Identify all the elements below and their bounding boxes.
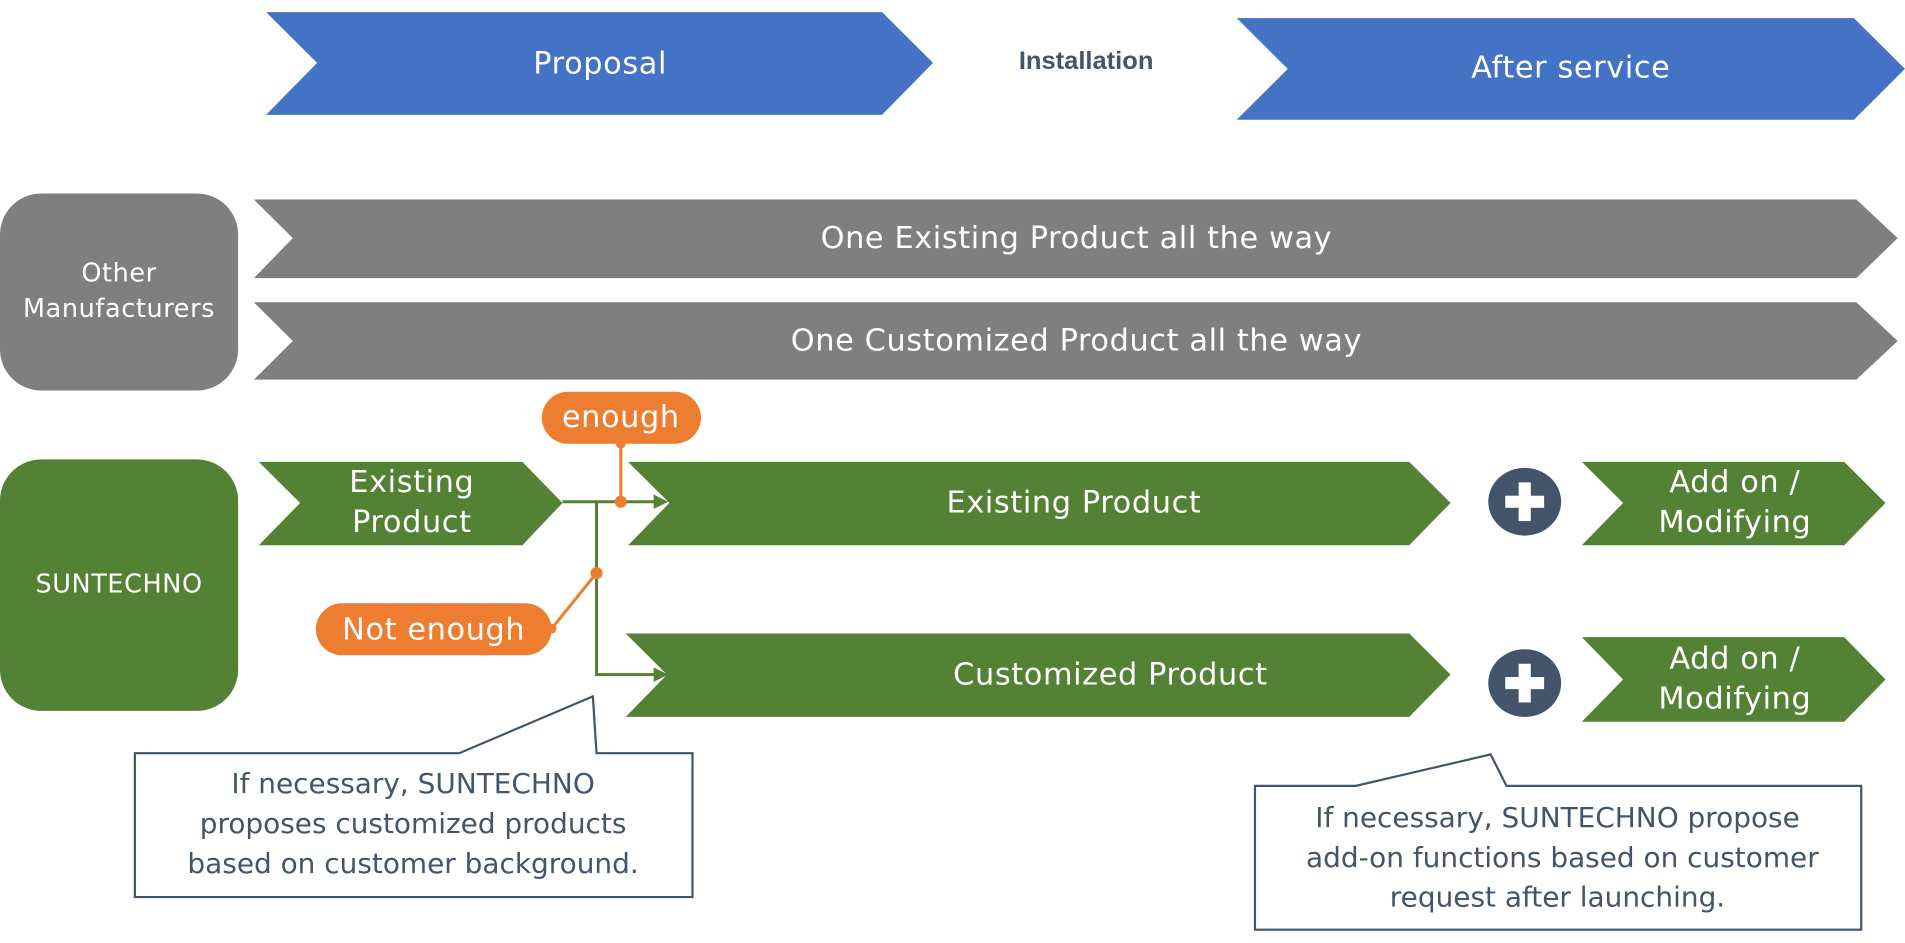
callout-left: If necessary, SUNTECHNO proposes customi…	[133, 694, 694, 899]
start-label-2: Product	[352, 505, 472, 540]
suntechno-box: SUNTECHNO	[0, 459, 239, 711]
callout-right: If necessary, SUNTECHNO propose add-on f…	[1253, 753, 1863, 931]
suntechno-label: SUNTECHNO	[35, 569, 202, 599]
bar-existing-label: One Existing Product all the way	[821, 221, 1333, 256]
bar-customized-label: One Customized Product all the way	[791, 324, 1362, 359]
branch-connectors	[562, 494, 669, 682]
plus-icon	[1488, 467, 1562, 536]
phase-proposal: Proposal	[266, 12, 934, 115]
enough-label: enough	[562, 400, 680, 435]
other-manufacturers-label-1: Other	[81, 259, 156, 289]
callout-left-line-2: proposes customized products	[200, 807, 627, 840]
addon-arrow-2: Add on / Modifying	[1581, 637, 1886, 722]
existing-product-label: Existing Product	[947, 486, 1202, 521]
callout-left-line-1: If necessary, SUNTECHNO	[231, 767, 594, 800]
start-existing-product: Existing Product	[258, 461, 563, 546]
phase-after-service: After service	[1236, 18, 1905, 120]
callout-right-line-2: add-on functions based on customer	[1306, 841, 1819, 874]
bar-customized-all-the-way: One Customized Product all the way	[253, 302, 1898, 380]
customized-product-arrow: Customized Product	[625, 633, 1451, 717]
addon-1-label-1: Add on /	[1669, 465, 1800, 500]
other-manufacturers-box: Other Manufacturers	[0, 193, 239, 391]
plus-icon	[1488, 649, 1562, 717]
addon-arrow-1: Add on / Modifying	[1581, 461, 1886, 546]
phase-after-service-label: After service	[1471, 50, 1670, 85]
bar-existing-all-the-way: One Existing Product all the way	[253, 199, 1898, 279]
existing-product-arrow: Existing Product	[628, 461, 1451, 546]
addon-2-label-1: Add on /	[1669, 642, 1800, 677]
addon-2-label-2: Modifying	[1658, 682, 1811, 717]
not-enough-label: Not enough	[342, 613, 525, 648]
customized-product-label: Customized Product	[953, 657, 1267, 692]
enough-tag: enough	[541, 391, 701, 508]
addon-1-label-2: Modifying	[1658, 505, 1811, 540]
not-enough-tag: Not enough	[315, 567, 603, 656]
callout-right-line-1: If necessary, SUNTECHNO propose	[1315, 801, 1800, 834]
callout-right-line-3: request after launching.	[1390, 881, 1725, 914]
callout-left-line-3: based on customer background.	[187, 847, 638, 880]
start-label-1: Existing	[349, 465, 474, 500]
phase-proposal-label: Proposal	[533, 47, 667, 82]
phase-installation-label: Installation	[1019, 47, 1154, 75]
other-manufacturers-label-2: Manufacturers	[23, 294, 215, 324]
